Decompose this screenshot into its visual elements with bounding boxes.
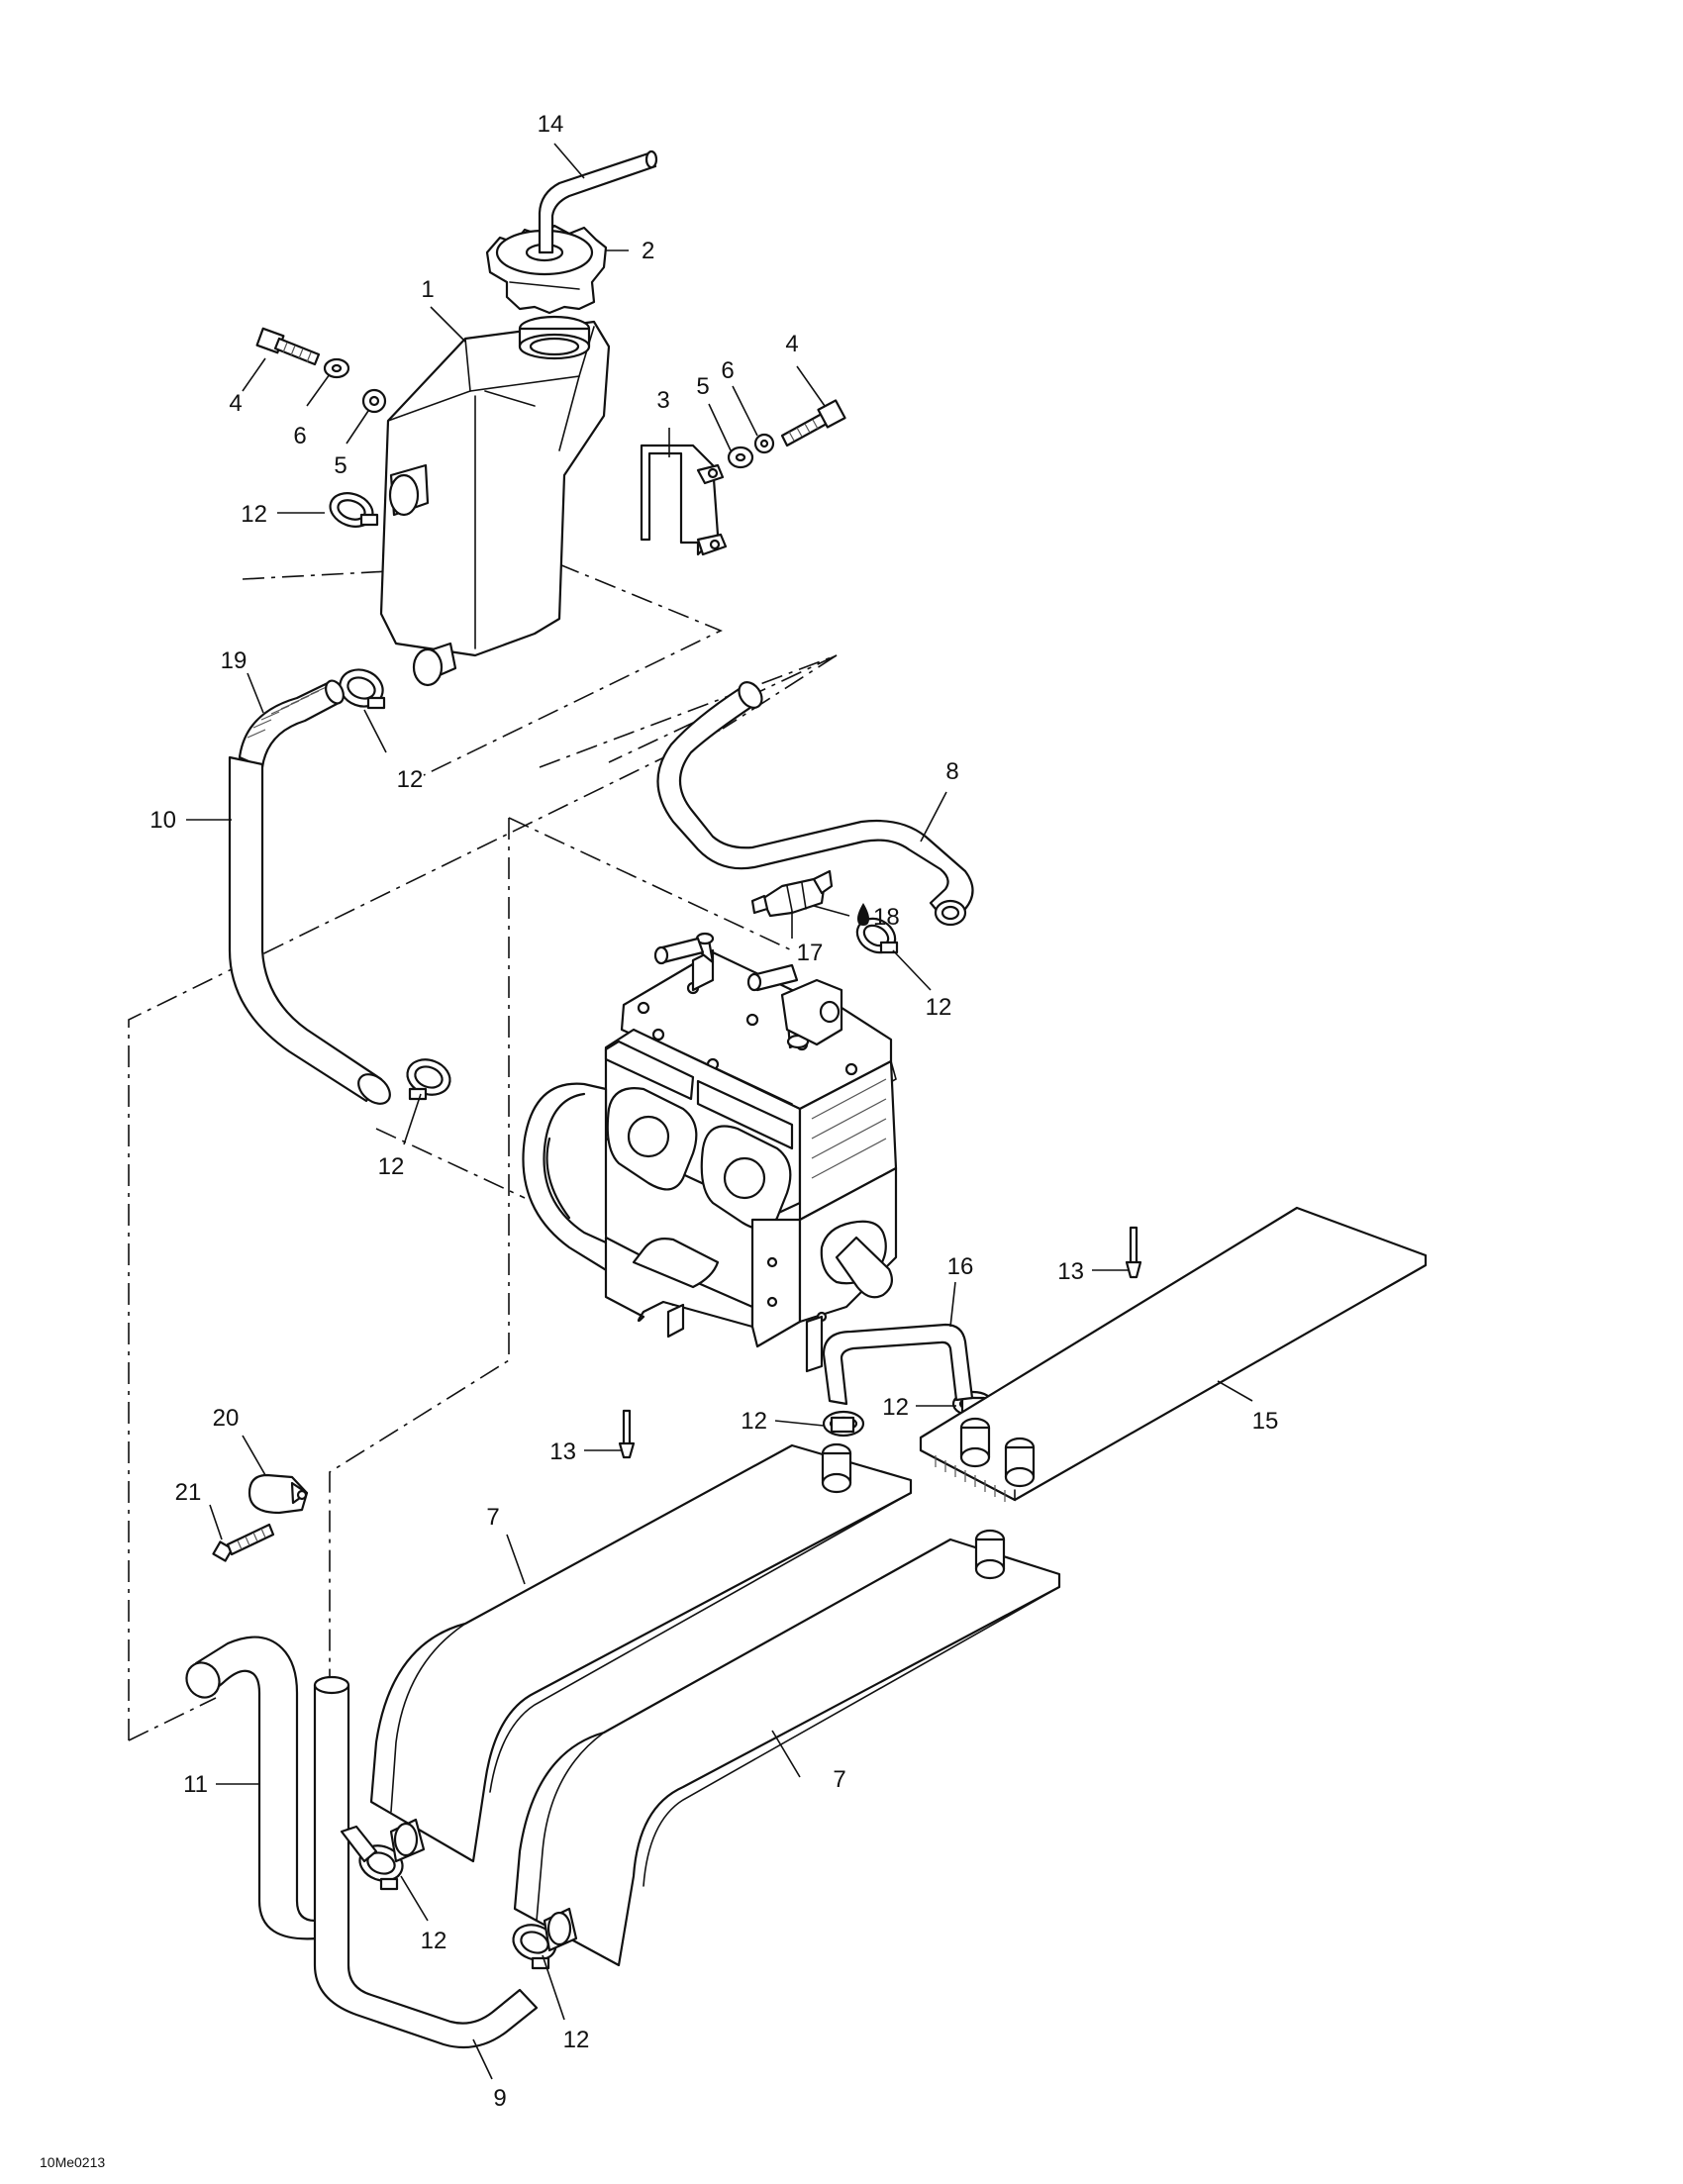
callout-12-d: 12 bbox=[378, 1153, 405, 1180]
callout-9: 9 bbox=[493, 2085, 506, 2112]
callout-13-a: 13 bbox=[1057, 1258, 1084, 1285]
callout-12-g: 12 bbox=[421, 1928, 447, 1954]
callout-12-b: 12 bbox=[397, 766, 424, 793]
callout-10: 10 bbox=[149, 807, 176, 834]
callout-16: 16 bbox=[947, 1253, 974, 1280]
callout-7-upper: 7 bbox=[486, 1504, 499, 1531]
callout-3: 3 bbox=[656, 387, 669, 414]
callout-14: 14 bbox=[538, 111, 564, 138]
hose-clamp-c bbox=[855, 917, 899, 954]
callout-6-right: 6 bbox=[721, 357, 734, 384]
callout-12-e: 12 bbox=[882, 1394, 909, 1421]
coolant-reservoir bbox=[379, 315, 611, 687]
hose-clamp-b bbox=[339, 668, 386, 710]
p-clamp bbox=[248, 1473, 309, 1515]
heat-exchanger-15 bbox=[919, 1206, 1428, 1502]
hose-clamp-d bbox=[406, 1058, 451, 1101]
reference-code: 10Me0213 bbox=[40, 2154, 105, 2170]
leader-lines bbox=[186, 143, 1253, 2080]
oil-drop-icon bbox=[857, 903, 869, 926]
callout-18: 18 bbox=[873, 904, 900, 931]
callout-5-left: 5 bbox=[334, 452, 346, 479]
callout-15: 15 bbox=[1252, 1408, 1279, 1435]
heat-exchanger-7-lower bbox=[513, 1529, 1061, 1967]
coolant-hose-8 bbox=[656, 681, 974, 927]
callout-4-right: 4 bbox=[785, 331, 798, 357]
callout-19: 19 bbox=[221, 647, 248, 674]
vent-hose bbox=[538, 149, 658, 254]
pin-13a bbox=[1125, 1226, 1142, 1279]
heat-exchanger-7-upper bbox=[369, 1442, 913, 1863]
callout-13-b: 13 bbox=[549, 1439, 576, 1465]
coolant-hose-9 bbox=[313, 1675, 539, 2049]
callout-17: 17 bbox=[797, 940, 824, 966]
coolant-hose-10 bbox=[228, 755, 391, 1105]
callout-11: 11 bbox=[183, 1771, 208, 1798]
screw-21 bbox=[212, 1523, 275, 1562]
callout-12-h: 12 bbox=[563, 2027, 590, 2053]
hose-clamp-f bbox=[822, 1410, 865, 1438]
pin-13b bbox=[618, 1409, 636, 1459]
callout-8: 8 bbox=[945, 758, 958, 785]
callout-1: 1 bbox=[421, 276, 434, 303]
washer-right-5 bbox=[727, 446, 754, 469]
coolant-hose-16 bbox=[822, 1323, 974, 1406]
callout-7-lower: 7 bbox=[833, 1766, 845, 1793]
washer-right-6 bbox=[753, 433, 775, 454]
callout-4-left: 4 bbox=[229, 390, 242, 417]
temperature-sensor bbox=[750, 869, 834, 918]
callout-12-c: 12 bbox=[926, 994, 952, 1021]
callout-20: 20 bbox=[213, 1405, 240, 1432]
bolt-right bbox=[780, 399, 846, 447]
washer-left-5 bbox=[361, 388, 387, 414]
assembly-guide-lines bbox=[128, 561, 838, 1741]
callout-12-f: 12 bbox=[741, 1408, 767, 1435]
corrugated-hose bbox=[238, 679, 345, 769]
callout-labels: 14 2 1 4 6 5 12 3 5 6 4 19 12 10 8 18 17… bbox=[149, 111, 1278, 2112]
callout-6-left: 6 bbox=[293, 423, 306, 449]
bolt-left bbox=[255, 327, 321, 366]
callout-21: 21 bbox=[175, 1479, 202, 1506]
callout-5-right: 5 bbox=[696, 373, 709, 400]
washer-left-6 bbox=[323, 357, 350, 379]
callout-12-a: 12 bbox=[241, 501, 267, 528]
engine-block bbox=[522, 932, 898, 1373]
hose-clamp-a bbox=[329, 492, 379, 528]
hose-clamp-h bbox=[512, 1924, 557, 1970]
callout-2: 2 bbox=[642, 238, 654, 264]
bracket bbox=[640, 444, 728, 556]
